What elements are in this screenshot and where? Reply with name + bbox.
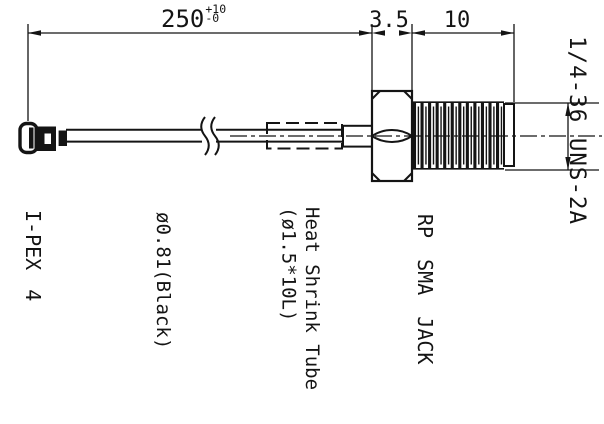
arrowhead-icon bbox=[28, 30, 41, 36]
arrowhead-icon bbox=[399, 30, 412, 36]
tolerance-minus: -0 bbox=[205, 11, 220, 25]
label-heat-shrink-line2: (ø1.5*10L) bbox=[277, 207, 300, 322]
label-heat-shrink-line1: Heat Shrink Tube bbox=[301, 207, 323, 391]
dimension-cable-length-tolerance: +10 -0 bbox=[205, 2, 227, 25]
dimension-thread-length: 10 bbox=[443, 8, 471, 33]
ipex-connector-outline bbox=[18, 121, 67, 155]
dimension-arrowheads bbox=[28, 30, 571, 170]
cable-break-icon bbox=[200, 116, 220, 156]
label-left-connector: I-PEX 4 bbox=[21, 210, 45, 302]
dimension-cable-length-value: 250 bbox=[161, 5, 205, 33]
thread-spec-label: 1/4-36 UNS-2A bbox=[564, 36, 590, 226]
label-heat-shrink: Heat Shrink Tube (ø1.5*10L) bbox=[276, 207, 324, 391]
arrowhead-icon bbox=[372, 30, 385, 36]
label-cable: ø0.81(Black) bbox=[152, 212, 174, 350]
arrowhead-icon bbox=[412, 30, 425, 36]
arrowhead-icon bbox=[359, 30, 372, 36]
cable-outline bbox=[66, 128, 344, 143]
arrowhead-icon bbox=[501, 30, 514, 36]
arrowhead-icon bbox=[565, 103, 571, 116]
tolerance-plus: +10 bbox=[205, 2, 227, 16]
dimension-hex-width: 3.5 bbox=[369, 8, 409, 33]
label-right-connector: RP SMA JACK bbox=[413, 214, 437, 365]
dimension-cable-length: 250 +10 -0 bbox=[161, 2, 227, 33]
connector-tip-outline bbox=[503, 103, 515, 167]
arrowhead-icon bbox=[565, 157, 571, 170]
extension-lines bbox=[27, 24, 599, 171]
